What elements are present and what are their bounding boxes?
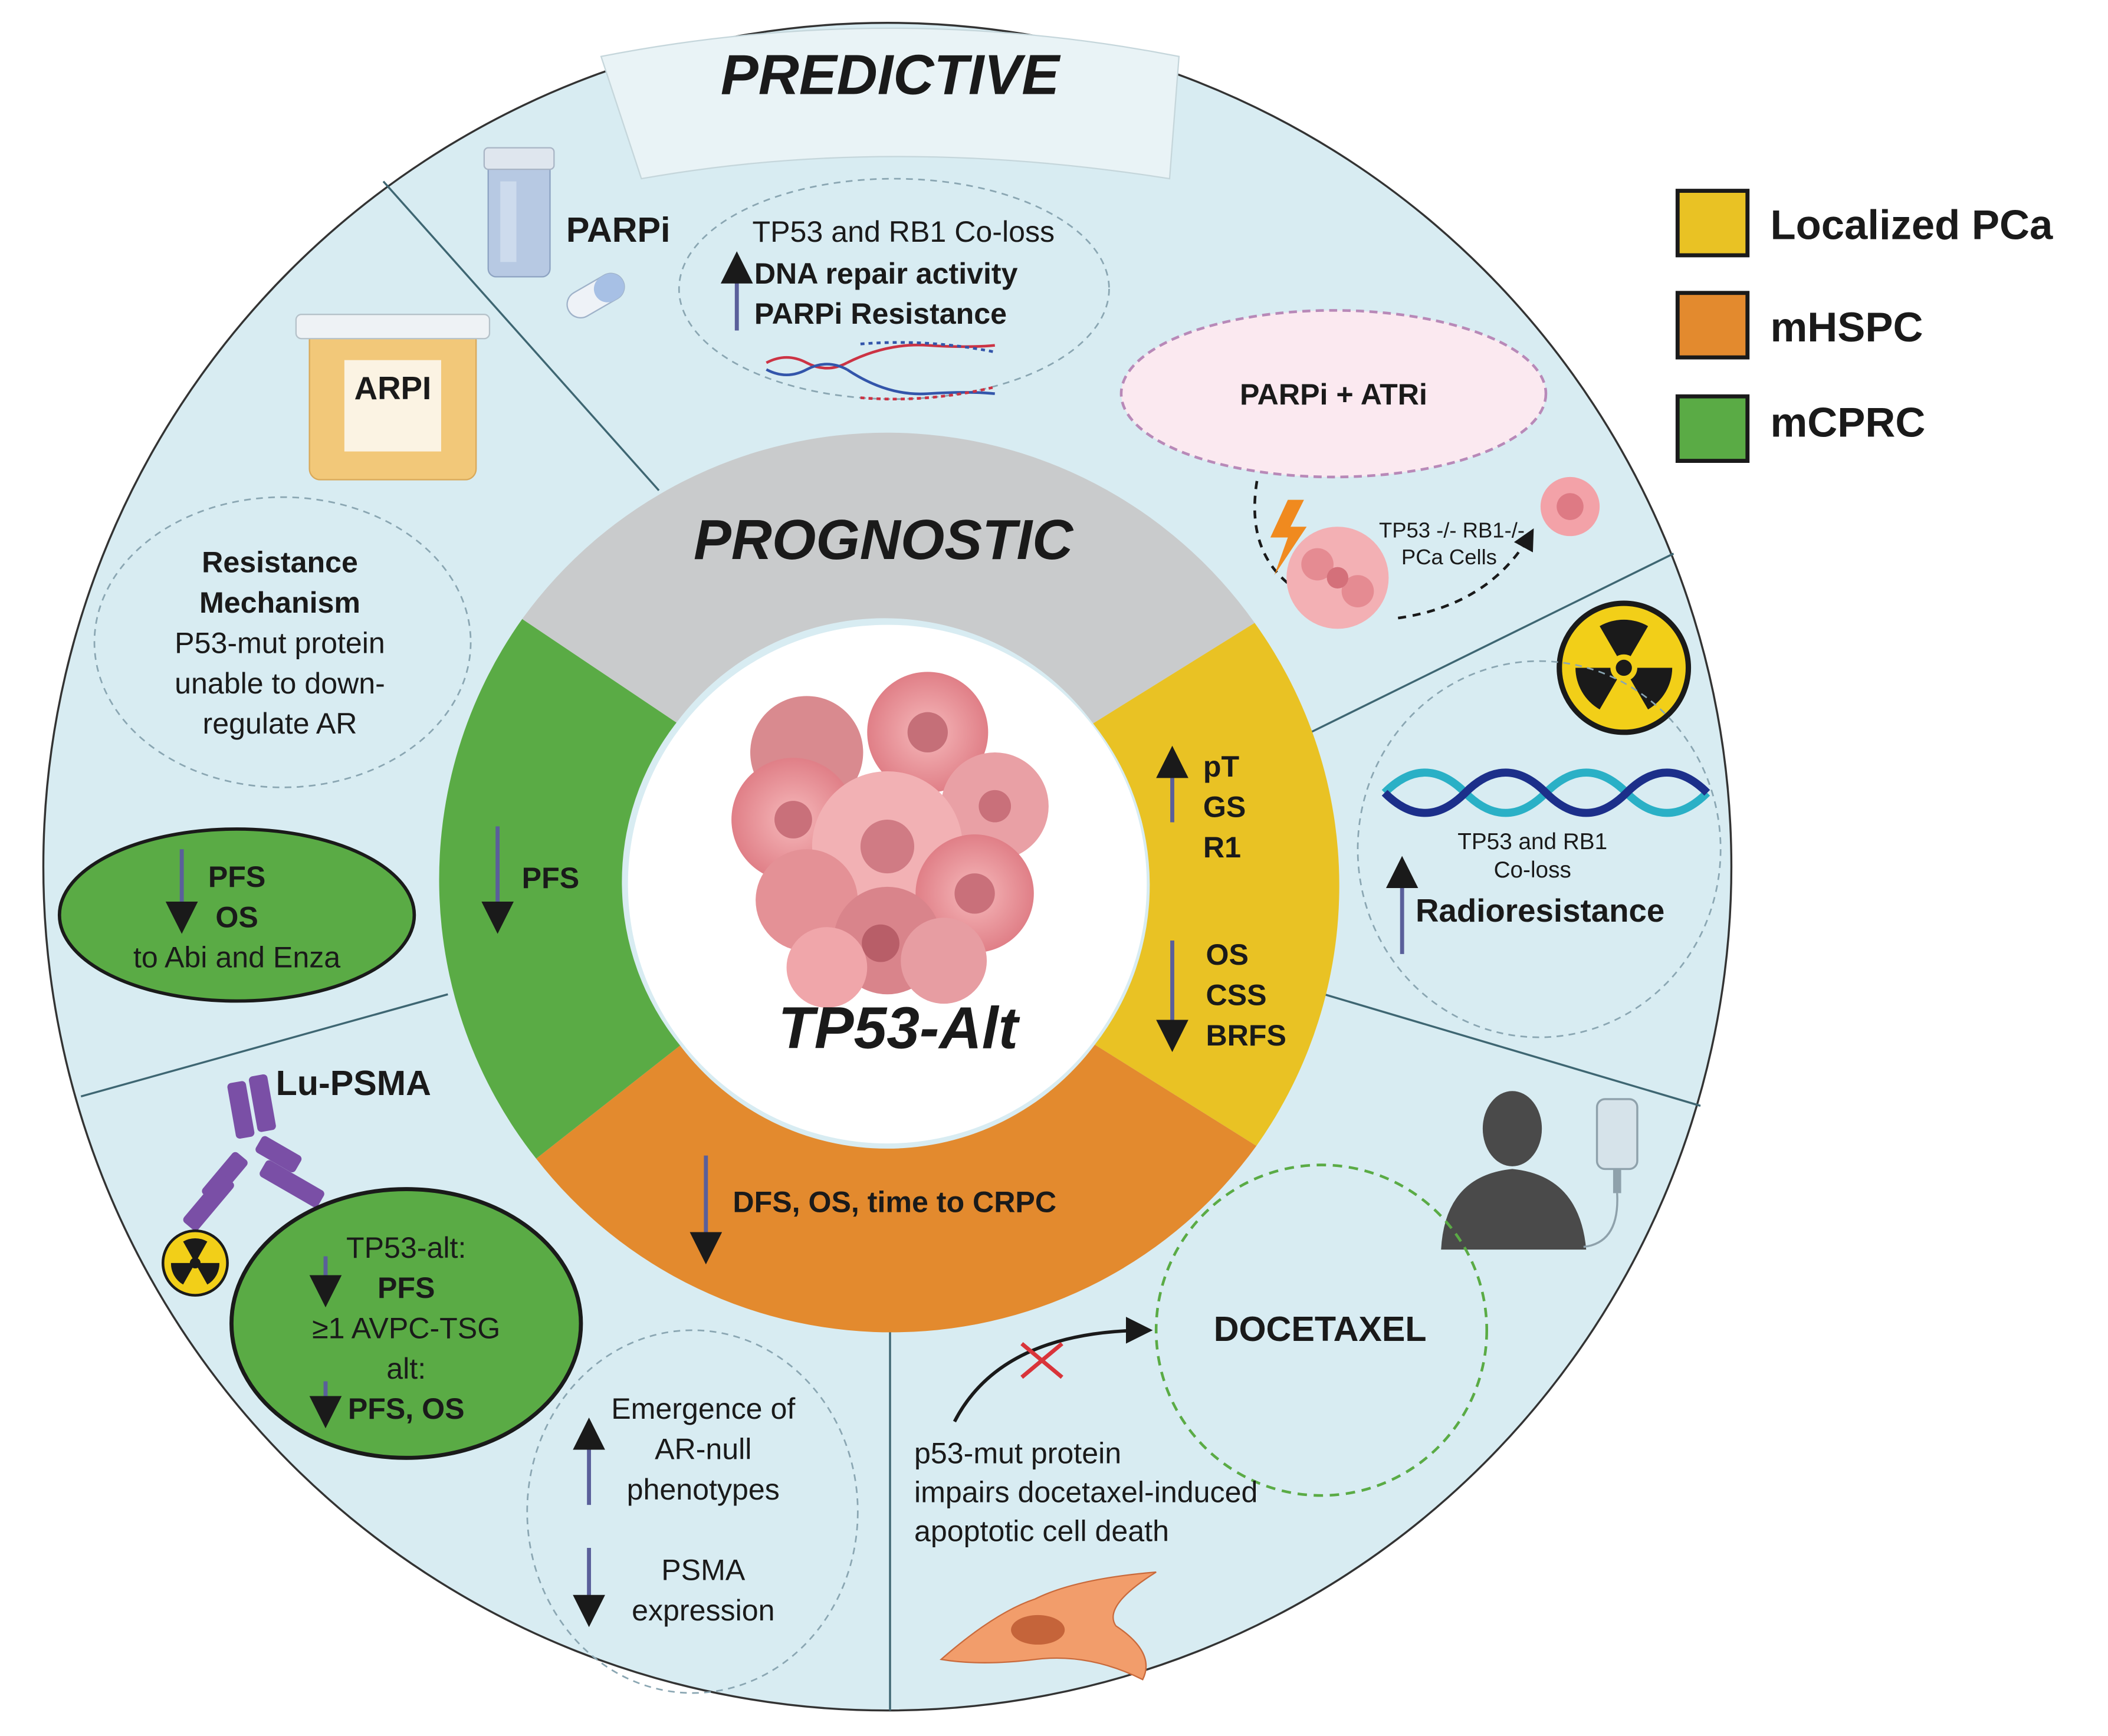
lupsma-l5: PFS, OS	[348, 1392, 465, 1425]
lupsma-l2: PFS	[377, 1271, 435, 1304]
jar-icon	[295, 314, 491, 481]
ring-green-segment	[439, 619, 681, 1159]
legend: Localized PCa mHSPC mCPRC	[1675, 189, 2054, 463]
emergence-bubble	[526, 1329, 859, 1694]
lupsma-section: Lu-PSMA TP53-alt: PFS ≥1 AVPC-TSG alt: P…	[161, 1063, 583, 1460]
dna-icon	[1381, 768, 1710, 817]
parpi-atri-bubble	[1119, 309, 1548, 479]
arpi-desc-0: P53-mut protein	[175, 626, 385, 659]
radio-line1: TP53 and RB1	[1457, 829, 1607, 854]
radio-bubble	[1357, 660, 1722, 1038]
lupsma-l4: alt:	[386, 1352, 426, 1385]
yellow-down-0: OS	[1206, 938, 1248, 971]
cancer-cell-icon	[731, 672, 1049, 1008]
lightning-icon	[1270, 499, 1307, 576]
fibroblast-icon	[940, 1571, 1157, 1681]
legend-swatch-localized	[1675, 189, 1750, 258]
ring-gray-segment	[522, 432, 1255, 724]
emergence-down-0: PSMA	[661, 1554, 746, 1587]
arpi-green-bubble	[57, 827, 416, 1003]
parpi-atri-section: PARPi + ATRi TP53 -/- RB1-/- PCa Cells	[1119, 309, 1600, 629]
arpi-bubble	[93, 496, 472, 788]
radiation-icon	[1557, 600, 1692, 735]
arpi-section: ARPI Resistance Mechanism P53-mut protei…	[57, 314, 491, 1003]
cancer-cell-icon	[1286, 476, 1600, 629]
orange-down: DFS, OS, time to CRPC	[733, 1185, 1056, 1218]
parpi-section: PARPi TP53 and RB1 Co-loss DNA repair ac…	[483, 147, 1110, 401]
legend-label-mcprc: mCPRC	[1771, 399, 1926, 446]
emergence-up-0: Emergence of	[611, 1392, 795, 1425]
radio-line2: Co-loss	[1494, 857, 1571, 883]
lupsma-label: Lu-PSMA	[276, 1063, 431, 1103]
orange-ring-content: DFS, OS, time to CRPC	[689, 1155, 1056, 1265]
parpi-label: PARPi	[566, 210, 671, 249]
close-icon	[1020, 1342, 1063, 1379]
legend-swatch-mhspc	[1675, 291, 1750, 360]
radiation-icon	[161, 1229, 229, 1297]
yellow-ring-content: pT GS R1 OS CSS BRFS	[1156, 745, 1286, 1053]
predictive-banner: PREDICTIVE	[600, 27, 1180, 180]
arpi-green-suffix: to Abi and Enza	[133, 941, 340, 974]
parpi-up1: DNA repair activity	[754, 257, 1018, 290]
yellow-up-0: pT	[1203, 750, 1240, 783]
predictive-title: PREDICTIVE	[721, 44, 1061, 107]
docetaxel-desc-2: apoptotic cell death	[914, 1515, 1169, 1548]
docetaxel-section: DOCETAXEL p53-mut protein impairs doceta…	[914, 1091, 1639, 1681]
docetaxel-bubble	[1154, 1163, 1488, 1497]
green-down: PFS	[522, 862, 579, 895]
sector-dividers	[80, 180, 1701, 1711]
pill-bottle-icon	[483, 147, 555, 278]
arpi-res-1: Mechanism	[199, 586, 360, 619]
cells-line2: PCa Cells	[1401, 545, 1497, 569]
legend-swatch-mcprc	[1675, 394, 1750, 463]
parpi-up2: PARPi Resistance	[754, 297, 1007, 330]
arpi-label: ARPI	[354, 370, 432, 406]
capsule-icon	[566, 272, 625, 319]
yellow-up-2: R1	[1203, 831, 1241, 864]
emergence-up-2: phenotypes	[627, 1473, 780, 1506]
dna-icon	[766, 341, 996, 401]
radio-section: TP53 and RB1 Co-loss Radioresistance	[1357, 600, 1722, 1038]
parpi-bubble	[678, 177, 1110, 400]
prognostic-title: PROGNOSTIC	[694, 508, 1074, 571]
ring-yellow-segment	[1093, 623, 1339, 1146]
radio-up: Radioresistance	[1416, 892, 1664, 929]
legend-label-mhspc: mHSPC	[1771, 304, 1923, 350]
arpi-desc-2: regulate AR	[203, 707, 357, 740]
lupsma-l1: TP53-alt:	[346, 1231, 466, 1264]
emergence-up-1: AR-null	[655, 1433, 751, 1466]
yellow-down-2: BRFS	[1206, 1019, 1286, 1052]
docetaxel-desc-0: p53-mut protein	[914, 1436, 1121, 1469]
antibody-icon	[183, 1074, 324, 1231]
center-label: TP53-Alt	[778, 995, 1020, 1061]
arpi-green-0: PFS	[208, 860, 265, 893]
parpi-atri-label: PARPi + ATRi	[1240, 378, 1427, 411]
emergence-down-1: expression	[632, 1594, 774, 1627]
arpi-green-1: OS	[215, 900, 258, 933]
green-ring-content: PFS	[481, 826, 579, 934]
docetaxel-desc-1: impairs docetaxel-induced	[914, 1476, 1257, 1509]
lupsma-l3: ≥1 AVPC-TSG	[312, 1312, 500, 1345]
emergence-section: Emergence of AR-null phenotypes PSMA exp…	[526, 1329, 859, 1694]
iv-bag-icon	[1583, 1098, 1639, 1248]
person-icon	[1441, 1091, 1587, 1250]
arpi-res-0: Resistance	[202, 546, 358, 579]
legend-label-localized: Localized PCa	[1771, 202, 2054, 248]
arpi-desc-1: unable to down-	[175, 667, 385, 700]
yellow-up-1: GS	[1203, 790, 1246, 823]
cells-line1: TP53 -/- RB1-/-	[1379, 518, 1525, 542]
yellow-down-1: CSS	[1206, 978, 1266, 1011]
parpi-line1: TP53 and RB1 Co-loss	[752, 215, 1055, 248]
lupsma-green-bubble	[229, 1187, 583, 1460]
docetaxel-label: DOCETAXEL	[1214, 1309, 1427, 1349]
